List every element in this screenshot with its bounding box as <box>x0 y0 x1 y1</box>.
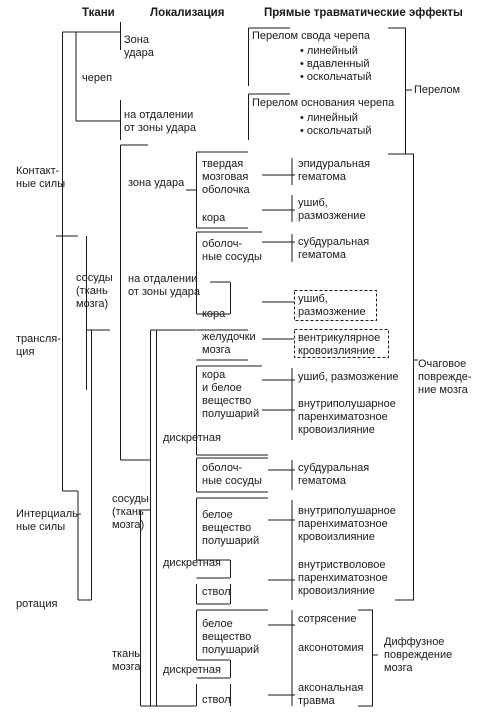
loc-discrete-2: дискретная <box>163 557 221 569</box>
effect-contusion-3: ушиб, размозжение <box>298 371 399 383</box>
loc-discrete-1: дискретная <box>163 432 221 444</box>
effect-base-types: линейныйоскольчатый <box>300 112 372 138</box>
loc-cortex-1: кора <box>202 212 226 224</box>
header-tissues: Ткани <box>82 7 115 19</box>
loc-brainstem-1: ствол <box>202 586 231 598</box>
header-effects: Прямые травматические эффекты <box>264 7 463 19</box>
loc-brainstem-2: ствол <box>202 694 231 706</box>
loc-meningeal-vessels-1: оболоч-ные сосуды <box>202 238 262 263</box>
tissue-skull: череп <box>82 72 113 84</box>
force-rotation: ротация <box>16 598 58 610</box>
effect-vault-types: линейныйвдавленныйоскольчатый <box>300 45 372 84</box>
force-contact: Контакт-ные силы <box>16 165 66 190</box>
effect-axonotomy: аксонотомия <box>298 642 364 654</box>
effect-concussion: сотрясение <box>298 613 357 625</box>
loc-impact-zone-2: зона удара <box>128 177 185 189</box>
effect-fracture-group: Перелом <box>414 84 461 96</box>
header-localization: Локализация <box>150 7 225 19</box>
loc-cortex-2: кора <box>202 308 226 320</box>
effect-vault-fracture: Перелом свода черепа <box>252 30 371 42</box>
loc-meningeal-vessels-2: оболоч-ные сосуды <box>202 462 262 487</box>
effect-base-fracture: Перелом основания черепа <box>252 97 395 109</box>
effect-contusion-1: ушиб,размозжение <box>298 197 366 222</box>
force-translation: трансля-ция <box>16 333 61 358</box>
effect-contusion-2: ушиб,размозжение <box>298 293 366 318</box>
force-inertial: Интерциаль-ные силы <box>16 508 82 533</box>
loc-discrete-3: дискретная <box>163 664 221 676</box>
